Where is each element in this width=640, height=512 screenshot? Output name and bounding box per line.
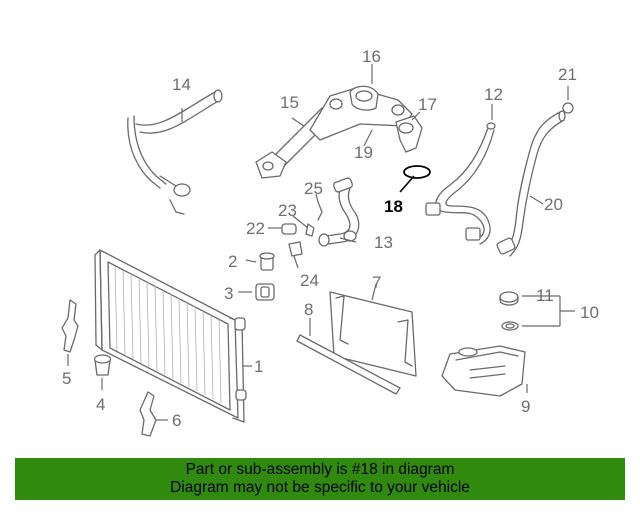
callout-2: 2 [228,252,237,271]
callout-23: 23 [278,201,297,220]
clip-part-23[interactable] [305,223,315,237]
callout-5: 5 [62,369,71,388]
callout-10: 10 [580,303,599,322]
pipe-part-16[interactable] [349,85,379,111]
clip-part-25[interactable] [317,201,323,221]
reservoir-part-9[interactable] [441,345,526,397]
info-banner: Part or sub-assembly is #18 in diagram D… [15,458,625,500]
panel-part-7[interactable] [329,291,417,377]
bracket-part-6[interactable] [139,391,157,437]
hose-part-12[interactable] [425,122,496,245]
banner-line-1: Part or sub-assembly is #18 in diagram [185,461,455,478]
callout-24: 24 [300,271,319,290]
callout-13: 13 [374,233,393,252]
callout-11: 11 [536,286,554,305]
callout-14: 14 [172,75,191,94]
callout-9: 9 [521,397,530,416]
oring-part-10[interactable] [501,321,519,331]
callout-18: 18 [384,197,403,216]
banner-line-2: Diagram may not be specific to your vehi… [170,479,470,496]
callout-21: 21 [558,65,577,84]
plug-part-22[interactable] [281,223,297,235]
callout-17: 17 [418,95,437,114]
callout-7: 7 [372,273,381,292]
flange-part-17[interactable] [395,115,423,153]
grommet-part-4[interactable] [93,354,112,376]
callout-3: 3 [224,284,233,303]
fitting-part-24[interactable] [288,241,303,257]
parts-diagram: 1 2 3 4 5 6 7 8 9 10 11 12 13 14 15 16 1… [61,47,599,437]
oring-part-18[interactable] [403,165,431,179]
callout-6: 6 [172,411,181,430]
callout-12: 12 [484,85,503,104]
callout-20: 20 [544,195,563,214]
callout-1: 1 [254,357,263,376]
callout-19: 19 [354,143,373,162]
cap-part-11[interactable] [499,291,519,306]
callout-16: 16 [362,47,381,66]
hose-part-20[interactable] [496,110,566,257]
callout-15: 15 [280,93,299,112]
radiator-part-1[interactable] [94,249,247,423]
callout-4: 4 [96,395,105,414]
hose-part-13[interactable] [318,177,360,247]
bracket-part-5[interactable] [61,299,79,353]
callout-8: 8 [304,300,313,319]
bolt-part-2[interactable] [259,252,275,271]
mount-part-3[interactable] [255,283,275,301]
callout-22: 22 [246,219,265,238]
clip-part-21[interactable] [562,102,574,114]
callout-25: 25 [304,179,323,198]
pipe-part-14[interactable] [127,89,223,215]
strip-part-8[interactable] [296,334,401,395]
